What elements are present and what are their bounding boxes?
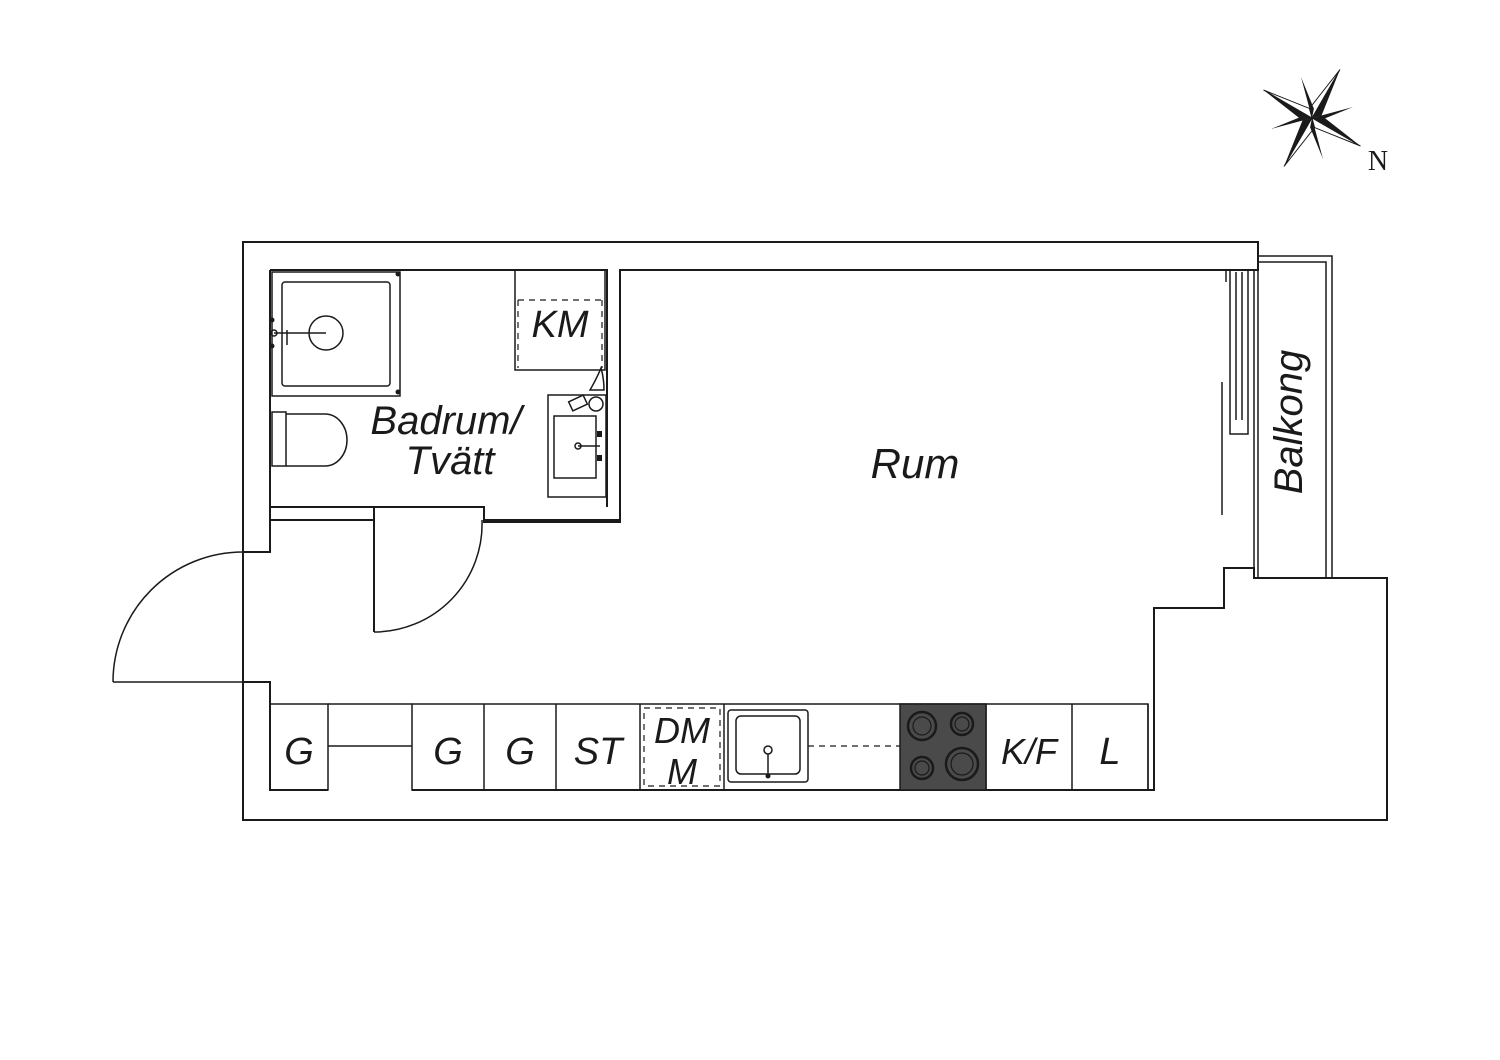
compass-north-label: N [1368, 146, 1388, 177]
compass-rose-icon [1263, 69, 1361, 167]
kitchen-cabinet-g1: G [284, 731, 314, 773]
room-label-balkong: Balkong [1267, 350, 1311, 495]
washing-machine: KM [514, 269, 606, 371]
bathroom-sink [547, 365, 607, 498]
pantry-label: L [1099, 731, 1120, 773]
dishwasher-label-line2: M [667, 751, 697, 792]
shower [269, 271, 401, 397]
kitchen-stove-cabinet-st: ST [574, 731, 625, 773]
bathroom-door [373, 519, 483, 633]
kitchen-cabinet-g3: G [505, 731, 535, 773]
km-label: KM [532, 304, 589, 346]
room-label-badrum-line2: Tvätt [406, 439, 497, 483]
room-label-badrum-line1: Badrum/ [370, 399, 525, 443]
kitchen-sink [727, 709, 900, 783]
entrance-door [112, 551, 244, 683]
room-label-rum: Rum [871, 440, 960, 487]
dishwasher-label-line1: DM [654, 710, 710, 751]
toilet [271, 411, 348, 467]
kitchen-cabinet-g2: G [433, 731, 463, 773]
fridge-freezer-label: K/F [1001, 731, 1059, 772]
outer-walls [242, 241, 1388, 821]
stove [899, 703, 987, 791]
balcony [1221, 242, 1333, 578]
